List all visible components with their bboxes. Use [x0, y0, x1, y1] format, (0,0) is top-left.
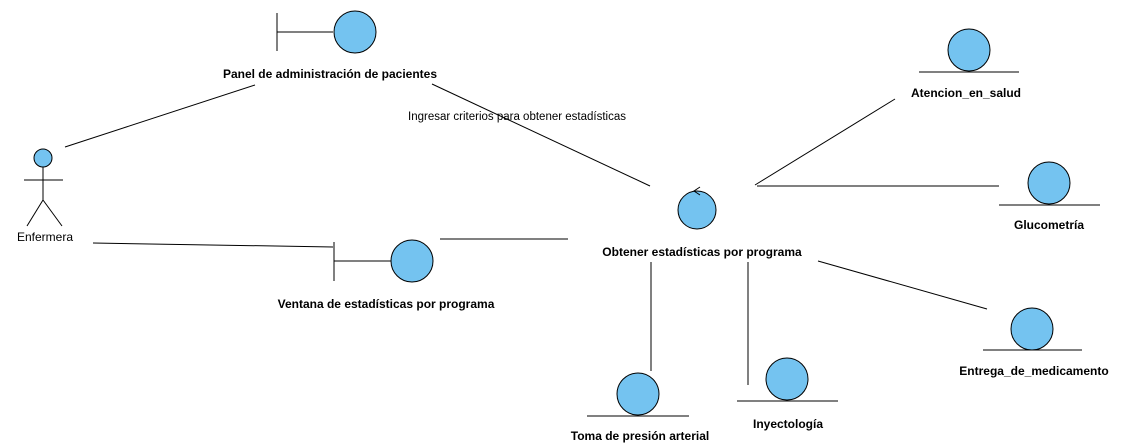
entity-toma-de-presion-arterial[interactable]: Toma de presión arterial: [571, 372, 710, 443]
entity-glucometria[interactable]: Glucometría: [999, 161, 1100, 232]
entity-circle: [1010, 307, 1054, 351]
entity-label: Inyectología: [753, 417, 823, 431]
link-control-atencion: [754, 98, 896, 186]
message-label: Ingresar criterios para obtener estadíst…: [408, 111, 626, 123]
entity-circle: [947, 28, 991, 72]
boundary-ventana-estadisticas[interactable]: Ventana de estadísticas por programa: [278, 239, 495, 311]
boundary-panel-administracion[interactable]: Panel de administración de pacientes: [223, 10, 437, 81]
control-arrow-icon: [693, 186, 701, 196]
actor-label: Enfermera: [17, 230, 73, 244]
entity-label: Atencion_en_salud: [911, 86, 1021, 100]
boundary-circle: [333, 10, 377, 54]
connectors: [64, 83, 999, 385]
link-enfermera-panel: [64, 84, 256, 148]
boundary-label: Panel de administración de pacientes: [223, 67, 437, 81]
actor-right-leg: [42, 199, 63, 227]
link-control-entrega: [817, 260, 988, 310]
actor-enfermera[interactable]: Enfermera: [17, 148, 73, 244]
entity-label: Entrega_de_medicamento: [959, 364, 1108, 378]
entity-circle: [1027, 161, 1071, 205]
entity-atencion-en-salud[interactable]: Atencion_en_salud: [911, 28, 1021, 100]
entity-circle: [765, 357, 809, 401]
control-obtener-estadisticas[interactable]: Obtener estadísticas por programa: [602, 186, 802, 259]
actor-head: [33, 148, 53, 168]
control-circle: [677, 190, 717, 230]
entity-entrega-de-medicamento[interactable]: Entrega_de_medicamento: [959, 307, 1109, 378]
entity-label: Toma de presión arterial: [571, 429, 710, 443]
boundary-label: Ventana de estadísticas por programa: [278, 297, 495, 311]
control-label: Obtener estadísticas por programa: [602, 245, 802, 259]
boundary-circle: [390, 239, 434, 283]
link-panel-control: [431, 83, 651, 187]
entity-circle: [616, 372, 660, 416]
entity-label: Glucometría: [1014, 218, 1084, 232]
actor-left-leg: [26, 199, 44, 227]
entity-inyectologia[interactable]: Inyectología: [737, 357, 838, 431]
link-enfermera-ventana: [92, 242, 334, 248]
